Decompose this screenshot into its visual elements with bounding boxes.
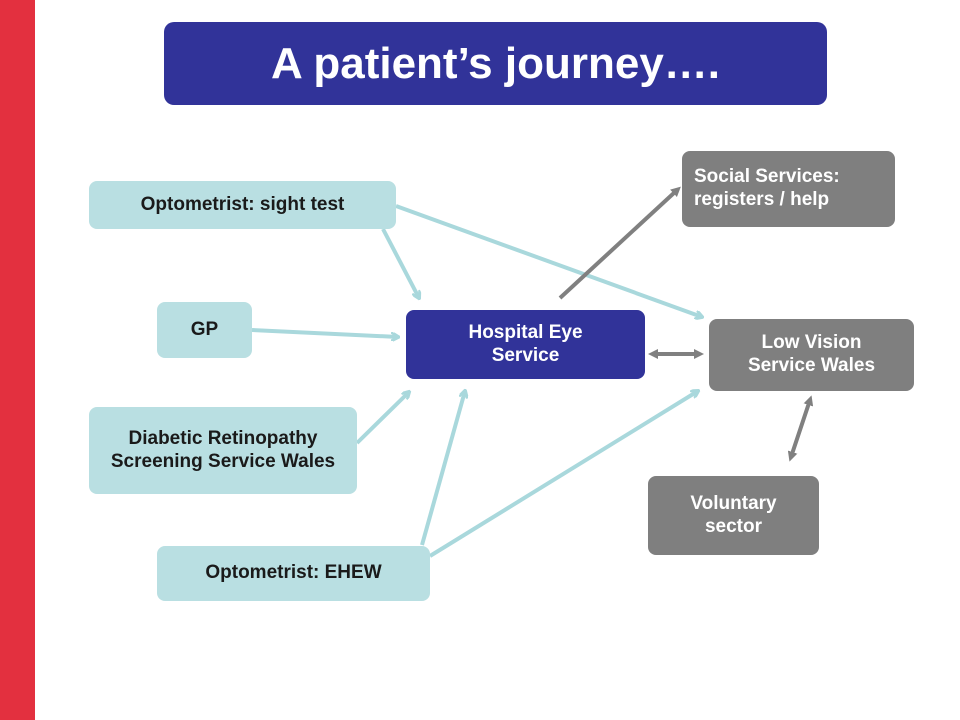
node-label: Voluntary sector xyxy=(690,492,777,537)
node-label: Diabetic Retinopathy Screening Service W… xyxy=(110,427,336,472)
node-optometrist-sight-test: Optometrist: sight test xyxy=(89,181,396,229)
node-diabetic-retinopathy: Diabetic Retinopathy Screening Service W… xyxy=(89,407,357,494)
node-label: Hospital Eye Service xyxy=(468,321,583,366)
node-label: Optometrist: sight test xyxy=(140,193,345,215)
node-optometrist-ehew: Optometrist: EHEW xyxy=(157,546,430,601)
arrow-sight-to-lowvision xyxy=(395,204,702,317)
node-low-vision-service: Low Vision Service Wales xyxy=(709,319,914,391)
node-label: Low Vision Service Wales xyxy=(747,332,876,376)
page-title: A patient’s journey…. xyxy=(270,38,721,88)
node-label: GP xyxy=(190,318,219,340)
node-social-services: Social Services: registers / help xyxy=(682,151,895,227)
arrow-diabetic-to-hospital xyxy=(355,392,409,445)
arrow-ehew-to-lowvision xyxy=(428,391,698,558)
node-hospital-eye-service: Hospital Eye Service xyxy=(406,310,645,379)
title-banner: A patient’s journey…. xyxy=(164,22,827,105)
arrow-hospital-to-social xyxy=(558,186,681,300)
node-voluntary-sector: Voluntary sector xyxy=(648,476,819,555)
arrow-lowvision-voluntary xyxy=(787,395,814,462)
arrow-gp-to-hospital xyxy=(251,328,398,337)
arrow-ehew-to-hospital xyxy=(420,391,465,546)
node-label: Optometrist: EHEW xyxy=(205,562,382,584)
arrow-sight-to-hospital xyxy=(381,228,419,298)
node-label: Social Services: registers / help xyxy=(694,166,840,210)
node-gp: GP xyxy=(157,302,252,358)
accent-bar xyxy=(0,0,35,720)
